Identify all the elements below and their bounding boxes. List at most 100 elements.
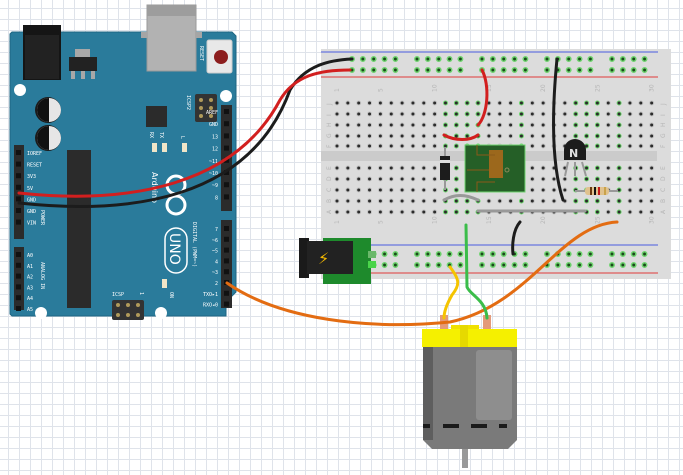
header-pin[interactable] — [224, 182, 229, 188]
dc-motor[interactable] — [422, 315, 517, 468]
breadboard-hole[interactable] — [605, 176, 611, 182]
rail-hole[interactable] — [587, 67, 594, 73]
breadboard-hole[interactable] — [518, 198, 524, 204]
wire-gray-short[interactable] — [442, 194, 480, 202]
breadboard-hole[interactable] — [334, 100, 340, 106]
breadboard-hole[interactable] — [432, 165, 438, 171]
breadboard-hole[interactable] — [443, 100, 448, 106]
breadboard-hole[interactable] — [377, 143, 383, 149]
breadboard-hole[interactable] — [638, 133, 644, 139]
breadboard-hole[interactable] — [616, 143, 622, 149]
rail-hole[interactable] — [554, 262, 561, 268]
breadboard-hole[interactable] — [529, 122, 535, 128]
rail-hole[interactable] — [587, 251, 594, 257]
breadboard-hole[interactable] — [594, 143, 600, 149]
breadboard-hole[interactable] — [616, 122, 622, 128]
breadboard-hole[interactable] — [345, 111, 351, 117]
rail-hole[interactable] — [457, 251, 464, 257]
breadboard-hole[interactable] — [605, 122, 611, 128]
rail-hole[interactable] — [544, 67, 550, 73]
breadboard-hole[interactable] — [388, 176, 394, 182]
rail-hole[interactable] — [489, 56, 496, 62]
breadboard-hole[interactable] — [627, 122, 633, 128]
breadboard-hole[interactable] — [486, 198, 492, 204]
breadboard-hole[interactable] — [605, 165, 611, 171]
transistor[interactable]: N — [564, 139, 587, 177]
breadboard-hole[interactable] — [508, 198, 514, 204]
wire-black-rail[interactable] — [552, 57, 565, 202]
breadboard-hole[interactable] — [486, 133, 492, 139]
breadboard-hole[interactable] — [453, 209, 459, 215]
breadboard-hole[interactable] — [345, 165, 351, 171]
rail-hole[interactable] — [424, 56, 431, 62]
breadboard-hole[interactable] — [616, 100, 622, 106]
breadboard-hole[interactable] — [388, 187, 394, 193]
breadboard-hole[interactable] — [432, 209, 438, 215]
breadboard-hole[interactable] — [367, 209, 373, 215]
rail-hole[interactable] — [489, 67, 496, 73]
rail-hole[interactable] — [370, 67, 377, 73]
breadboard-hole[interactable] — [345, 133, 351, 139]
rail-hole[interactable] — [489, 251, 496, 257]
breadboard-hole[interactable] — [377, 122, 383, 128]
breadboard-hole[interactable] — [356, 133, 362, 139]
rail-hole[interactable] — [522, 251, 529, 257]
breadboard-hole[interactable] — [410, 198, 416, 204]
breadboard-hole[interactable] — [594, 198, 600, 204]
breadboard-hole[interactable] — [594, 209, 600, 215]
breadboard-hole[interactable] — [356, 122, 362, 128]
resistor[interactable] — [575, 187, 618, 195]
breadboard-hole[interactable] — [334, 111, 340, 117]
breadboard-hole[interactable] — [475, 111, 481, 117]
breadboard-hole[interactable] — [410, 165, 416, 171]
breadboard-hole[interactable] — [627, 187, 633, 193]
rail-hole[interactable] — [414, 67, 420, 73]
rail-hole[interactable] — [457, 56, 464, 62]
breadboard-hole[interactable] — [432, 176, 438, 182]
wire-red-rail[interactable] — [476, 68, 489, 127]
breadboard-hole[interactable] — [356, 143, 362, 149]
breadboard-hole[interactable] — [334, 122, 340, 128]
breadboard-hole[interactable] — [508, 111, 514, 117]
breadboard-hole[interactable] — [573, 111, 579, 117]
breadboard-hole[interactable] — [356, 165, 362, 171]
header-pin[interactable] — [16, 273, 21, 279]
header-pin[interactable] — [16, 208, 21, 213]
breadboard-hole[interactable] — [594, 133, 600, 139]
header-pin[interactable] — [16, 173, 21, 179]
breadboard-hole[interactable] — [432, 198, 438, 204]
breadboard-hole[interactable] — [367, 100, 373, 106]
breadboard-hole[interactable] — [649, 133, 655, 139]
breadboard-hole[interactable] — [649, 198, 655, 204]
header-pin[interactable] — [224, 247, 229, 253]
breadboard-hole[interactable] — [616, 176, 622, 182]
breadboard-hole[interactable] — [573, 122, 579, 128]
breadboard-hole[interactable] — [594, 100, 600, 106]
breadboard-hole[interactable] — [377, 133, 383, 139]
breadboard-hole[interactable] — [616, 209, 622, 215]
header-pin[interactable] — [16, 306, 21, 311]
breadboard-hole[interactable] — [594, 176, 600, 182]
breadboard-hole[interactable] — [551, 187, 557, 193]
breadboard-hole[interactable] — [508, 133, 514, 139]
breadboard-hole[interactable] — [453, 122, 459, 128]
breadboard-hole[interactable] — [562, 176, 568, 182]
rail-hole[interactable] — [565, 262, 572, 268]
dc-power-jack[interactable]: ⚡ — [299, 238, 376, 284]
breadboard-hole[interactable] — [562, 100, 568, 106]
rail-hole[interactable] — [522, 67, 529, 73]
breadboard-hole[interactable] — [486, 111, 492, 117]
breadboard-hole[interactable] — [638, 122, 644, 128]
breadboard-hole[interactable] — [529, 100, 535, 106]
breadboard-hole[interactable] — [627, 143, 633, 149]
breadboard-hole[interactable] — [410, 122, 416, 128]
breadboard-hole[interactable] — [584, 122, 590, 128]
breadboard-hole[interactable] — [594, 165, 600, 171]
rail-hole[interactable] — [359, 67, 366, 73]
rail-hole[interactable] — [500, 56, 507, 62]
breadboard-hole[interactable] — [377, 187, 383, 193]
breadboard-hole[interactable] — [356, 176, 362, 182]
breadboard-hole[interactable] — [399, 176, 405, 182]
breadboard-hole[interactable] — [497, 111, 503, 117]
breadboard-hole[interactable] — [443, 209, 448, 215]
